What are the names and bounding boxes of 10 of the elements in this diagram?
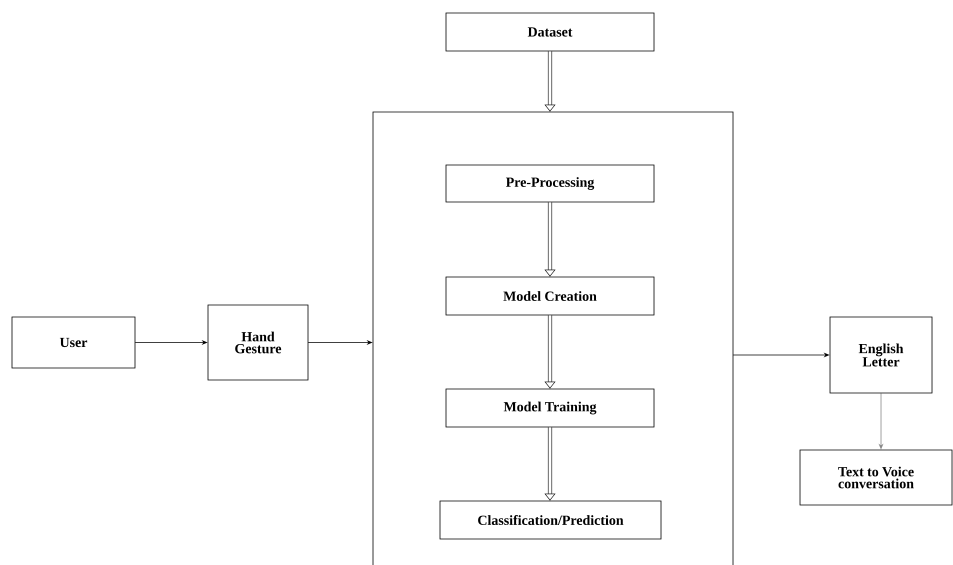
process-box: Model Training — [446, 388, 654, 428]
process-box: Classification/Prediction — [440, 500, 662, 540]
process-box: Pre-Processing — [446, 164, 654, 202]
process-box: Text to Voice conversation — [800, 450, 952, 506]
process-box: User — [12, 316, 136, 368]
process-box: Model Creation — [446, 276, 654, 316]
container-box — [372, 112, 734, 565]
process-box: English Letter — [830, 316, 932, 394]
process-box: Hand Gesture — [208, 304, 308, 380]
process-box: Dataset — [446, 12, 654, 52]
